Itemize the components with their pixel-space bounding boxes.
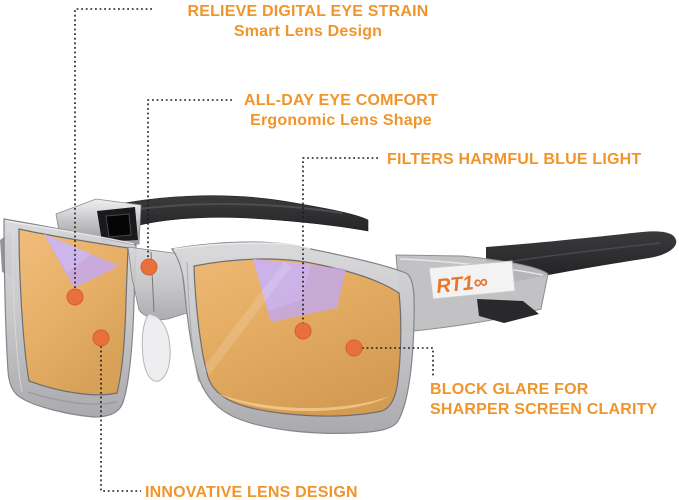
annotation-connectors bbox=[74, 8, 434, 492]
callout-relieve-subtitle: Smart Lens Design bbox=[233, 23, 383, 40]
frame-right-inner-line bbox=[186, 261, 200, 383]
marker-dot-filters bbox=[294, 322, 312, 340]
connector-comfort bbox=[147, 99, 232, 259]
glasses: RT1∞ bbox=[0, 195, 677, 434]
callout-filters: FILTERS HARMFUL BLUE LIGHT bbox=[387, 150, 641, 170]
callout-relieve: RELIEVE DIGITAL EYE STRAIN Smart Lens De… bbox=[160, 2, 456, 42]
callout-relieve-title: RELIEVE DIGITAL EYE STRAIN bbox=[187, 3, 429, 20]
marker-dot-glare bbox=[345, 339, 363, 357]
callout-glare-subtitle: SHARPER SCREEN CLARITY bbox=[430, 400, 658, 418]
callout-glare-title: BLOCK GLARE FOR bbox=[430, 381, 589, 398]
connector-glare bbox=[362, 347, 434, 377]
connector-filters bbox=[302, 157, 378, 323]
left-lens-reflection-bright bbox=[44, 234, 91, 273]
callout-innovative: INNOVATIVE LENS DESIGN bbox=[145, 483, 358, 500]
marker-dot-innovative bbox=[92, 329, 110, 347]
right-lens bbox=[193, 258, 402, 417]
logo-panel bbox=[428, 260, 516, 300]
nose-pad bbox=[141, 313, 171, 382]
marker-dot-comfort bbox=[140, 258, 158, 276]
callout-comfort-subtitle: Ergonomic Lens Shape bbox=[250, 112, 432, 129]
brand-logo: RT1∞ bbox=[435, 271, 489, 298]
right-lens-sheen bbox=[216, 393, 390, 412]
callout-comfort: ALL-DAY EYE COMFORT Ergonomic Lens Shape bbox=[235, 91, 447, 131]
left-hinge-window bbox=[105, 213, 132, 238]
callout-comfort-title: ALL-DAY EYE COMFORT bbox=[243, 92, 439, 109]
callout-innovative-title: INNOVATIVE LENS DESIGN bbox=[145, 484, 358, 500]
right-lens-reflection-bright bbox=[253, 259, 311, 311]
frame-left-top-highlight bbox=[5, 220, 135, 245]
right-temple-highlight bbox=[499, 242, 661, 264]
frame-left-bottom-line bbox=[27, 391, 118, 405]
connector-innovative bbox=[100, 346, 141, 492]
right-lens-glare-streak bbox=[202, 261, 292, 375]
frame-left-inner-highlight bbox=[11, 227, 23, 393]
marker-dot-relieve bbox=[66, 288, 84, 306]
frame-right-top-highlight bbox=[173, 242, 311, 250]
marker-dots bbox=[66, 258, 363, 357]
callout-glare: BLOCK GLARE FOR SHARPER SCREEN CLARITY bbox=[430, 380, 658, 419]
right-temple-under bbox=[477, 299, 539, 323]
connector-relieve bbox=[74, 8, 152, 289]
callout-filters-title: FILTERS HARMFUL BLUE LIGHT bbox=[387, 151, 642, 168]
